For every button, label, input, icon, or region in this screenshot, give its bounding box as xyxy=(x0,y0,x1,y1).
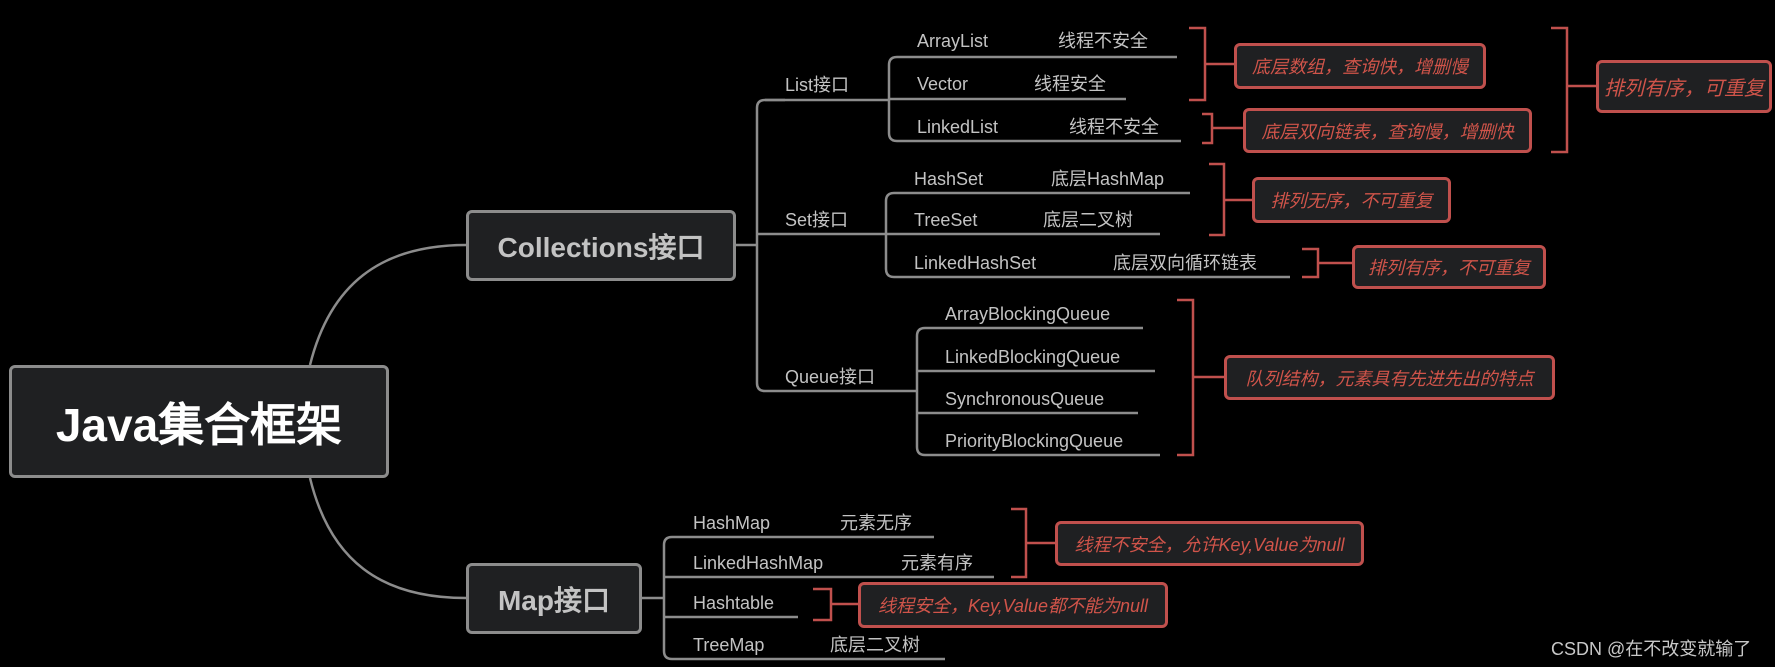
set-item-name[interactable]: HashSet xyxy=(914,169,984,189)
list-interface[interactable]: List接口 xyxy=(785,75,850,95)
collections-node[interactable]: Collections接口 xyxy=(466,210,736,281)
map-item-name[interactable]: HashMap xyxy=(693,513,771,533)
list-item-name[interactable]: LinkedList xyxy=(917,117,999,137)
callout-hashtable: 线程安全，Key,Value都不能为null xyxy=(858,582,1168,628)
queue-item[interactable]: ArrayBlockingQueue xyxy=(945,304,1111,324)
set-interface[interactable]: Set接口 xyxy=(785,210,849,230)
callout-array-vector: 底层数组，查询快，增删慢 xyxy=(1234,43,1486,89)
queue-item[interactable]: LinkedBlockingQueue xyxy=(945,347,1121,367)
callout-queue: 队列结构，元素具有先进先出的特点 xyxy=(1224,355,1555,400)
callout-hash-tree-set: 排列无序，不可重复 xyxy=(1252,177,1451,223)
watermark: CSDN @在不改变就输了 xyxy=(1551,639,1752,659)
set-item-name[interactable]: LinkedHashSet xyxy=(914,253,1037,273)
map-item-name[interactable]: Hashtable xyxy=(693,593,775,613)
list-item-value: 线程不安全 xyxy=(1069,117,1159,137)
queue-item[interactable]: PriorityBlockingQueue xyxy=(945,431,1124,451)
map-item-name[interactable]: LinkedHashMap xyxy=(693,553,824,573)
root-node[interactable]: Java集合框架 xyxy=(9,365,389,478)
callout-linkedlist: 底层双向链表，查询慢，增删快 xyxy=(1243,108,1532,153)
callout-hashmap-linked: 线程不安全，允许Key,Value为null xyxy=(1055,521,1364,566)
callout-list-all: 排列有序，可重复 xyxy=(1596,60,1772,113)
map-item-value: 底层二叉树 xyxy=(830,635,920,655)
list-item-value: 线程不安全 xyxy=(1058,31,1148,51)
callout-linkedhashset: 排列有序，不可重复 xyxy=(1352,245,1546,289)
set-item-name[interactable]: TreeSet xyxy=(914,210,978,230)
set-item-value: 底层HashMap xyxy=(1051,169,1165,189)
set-item-value: 底层双向循环链表 xyxy=(1113,253,1257,273)
list-item-name[interactable]: ArrayList xyxy=(917,31,989,51)
queue-interface[interactable]: Queue接口 xyxy=(785,367,876,387)
list-item-name[interactable]: Vector xyxy=(917,74,969,94)
map-item-value: 元素有序 xyxy=(901,553,973,573)
map-node[interactable]: Map接口 xyxy=(466,563,642,634)
map-item-name[interactable]: TreeMap xyxy=(693,635,765,655)
set-item-value: 底层二叉树 xyxy=(1043,210,1133,230)
list-item-value: 线程安全 xyxy=(1034,74,1106,94)
map-item-value: 元素无序 xyxy=(840,513,912,533)
queue-item[interactable]: SynchronousQueue xyxy=(945,389,1105,409)
